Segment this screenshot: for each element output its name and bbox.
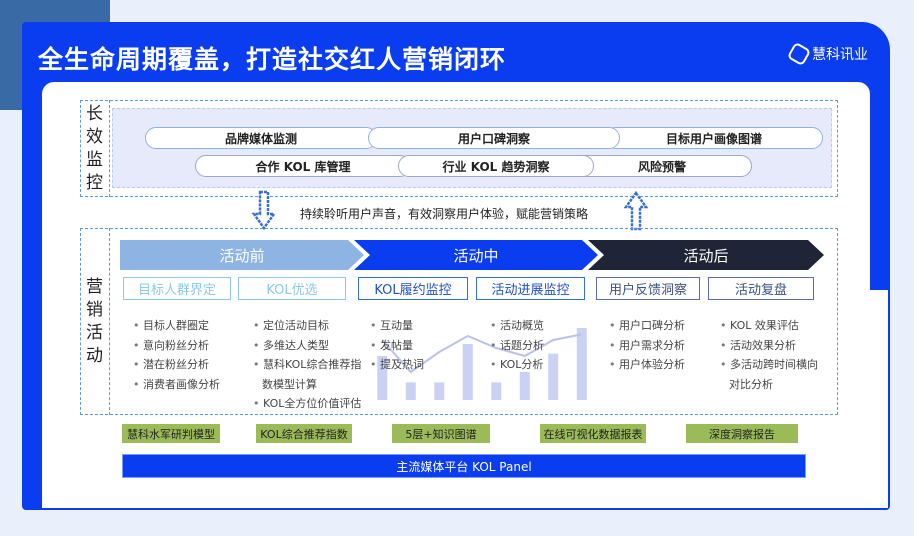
label-char: 销 [86,299,103,320]
platform-bar: 主流媒体平台 KOL Panel [122,454,806,478]
chart-bar [462,344,473,400]
tool-badge: 5层+知识图谱 [392,424,490,443]
down-arrow-icon [252,190,276,231]
bullet-item: 发帖量 [370,336,424,356]
label-char: 监 [86,149,103,170]
bullet-item: 用户需求分析 [609,336,685,356]
bullet-item: 意向粉丝分析 [133,336,220,356]
bullet-item: KOL分析 [490,355,544,375]
tool-badge: KOL综合推荐指数 [256,424,352,443]
phase-during: 活动中 [354,240,598,270]
bullet-item: 话题分析 [490,336,544,356]
sub-target-audience: 目标人群界定 [123,277,231,300]
monitor-section [80,100,838,197]
sub-kol-monitoring: KOL履约监控 [358,277,468,300]
bullet-item: 潜在粉丝分析 [133,355,220,375]
label-char: 控 [86,172,103,193]
chart-bar [519,372,530,400]
phase-before: 活动前 [120,240,364,270]
bullet-item: 对比分析 [729,377,773,391]
label-char: 动 [86,345,103,366]
bullet-item: 定位活动目标 [253,316,361,336]
chart-bar [548,353,559,400]
label-char: 长 [86,103,103,124]
tool-badge: 在线可视化数据报表 [540,424,646,443]
bullet-item: 多维达人类型 [253,336,361,356]
chart-bar [576,328,587,400]
chart-bar [377,356,388,400]
tool-badge: 深度洞察报告 [686,424,798,443]
label-char: 活 [86,322,103,343]
chart-bar [405,382,416,400]
monitor-label: 长效监控 [80,100,110,197]
marketing-label: 营销活动 [80,228,110,415]
sub-kol-selection: KOL优选 [238,277,346,300]
phase-after: 活动后 [588,240,824,270]
bullet-item: KOL 效果评估 [720,316,818,336]
bullet-list: 用户口碑分析用户需求分析用户体验分析 [609,316,685,375]
marketing-section [80,228,838,415]
page-title: 全生命周期覆盖，打造社交红人营销闭环 [38,45,507,74]
bullet-item: 目标人群圈定 [133,316,220,336]
monitor-item: 风险预警 [572,155,752,177]
bullet-list: 活动概览话题分析KOL分析 [490,316,544,375]
monitor-item: 合作 KOL 库管理 [195,155,411,177]
bullet-item: 多活动跨时间横向 [720,355,818,375]
bullet-item: 活动概览 [490,316,544,336]
bullet-item: KOL全方位价值评估 [253,394,361,414]
bullet-list: 目标人群圈定意向粉丝分析潜在粉丝分析消费者画像分析 [133,316,220,394]
monitor-caption: 持续聆听用户声音，有效洞察用户体验，赋能营销策略 [300,207,589,221]
sub-progress-monitoring: 活动进展监控 [476,277,585,300]
bullet-item: 消费者画像分析 [133,375,220,395]
brand-logo: 慧科讯业 [786,41,868,67]
monitor-item: 品牌媒体监测 [145,127,377,149]
monitor-item: 目标用户画像图谱 [605,127,823,149]
sub-review: 活动复盘 [708,277,814,300]
monitor-item: 行业 KOL 趋势洞察 [398,155,594,177]
monitor-item: 用户口碑洞察 [368,127,620,149]
bullet-item: 互动量 [370,316,424,336]
tool-badge: 慧科水军研判模型 [122,424,220,443]
bullet-item: 用户口碑分析 [609,316,685,336]
up-arrow-icon [624,190,648,231]
bullet-item: 提及热词 [370,355,424,375]
chart-bar [491,382,502,400]
logo-hexagon-icon [786,41,812,67]
chart-bar [434,382,445,400]
sub-user-feedback: 用户反馈洞察 [596,277,700,300]
bullet-item: 用户体验分析 [609,355,685,375]
bullet-list: 互动量发帖量提及热词 [370,316,424,375]
bullet-list: KOL 效果评估活动效果分析多活动跨时间横向对比分析 [720,316,818,394]
bullet-list: 定位活动目标多维达人类型慧科KOL综合推荐指数模型计算 KOL全方位价值评估 [253,316,361,414]
bullet-item: 活动效果分析 [720,336,818,356]
bullet-item: 慧科KOL综合推荐指 [253,355,361,375]
bullet-item: 数模型计算 [262,377,317,391]
label-char: 营 [86,276,103,297]
logo-text: 慧科讯业 [812,47,868,63]
label-char: 效 [86,126,103,147]
